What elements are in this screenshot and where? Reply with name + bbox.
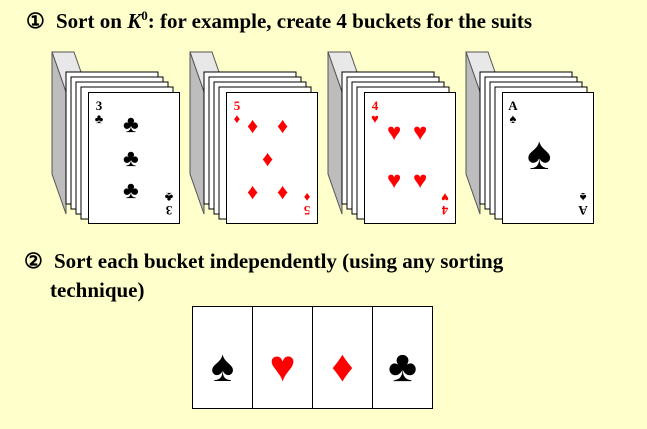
club-icon: ♣ — [94, 111, 104, 126]
spade-icon: ♠ — [527, 128, 552, 179]
card-rank: 5 — [303, 203, 311, 218]
diamond-icon: ♦ — [331, 341, 354, 391]
diamond-icon: ♦ — [247, 179, 259, 204]
key-symbol: K — [127, 9, 142, 33]
suit-buckets: ♠ ♥ ♦ ♣ — [192, 306, 433, 409]
card-corner-bottom: 4 ♥ — [438, 190, 452, 218]
key-superscript: 0 — [141, 8, 148, 23]
bucket-spades: ♠ — [193, 307, 253, 408]
card-rank: 4 — [441, 203, 449, 218]
heart-icon: ♥ — [387, 168, 402, 194]
heart-icon: ♥ — [441, 190, 449, 205]
card-corner-top: 3 ♣ — [92, 99, 106, 125]
spade-icon: ♠ — [509, 111, 517, 126]
heart-icon: ♥ — [269, 341, 296, 391]
card-ace-spades: A ♠ ♠ A ♠ — [502, 92, 594, 224]
club-icon: ♣ — [123, 146, 139, 172]
club-icon: ♣ — [123, 178, 139, 204]
step-2-heading: ② Sort each bucket independently (using a… — [24, 247, 503, 305]
bucket-diamonds: ♦ — [313, 307, 373, 408]
step-2-line-1: Sort each bucket independently (using an… — [54, 249, 504, 273]
diamond-icon: ♦ — [247, 113, 259, 138]
card-3-clubs: 3 ♣ ♣ ♣ ♣ 3 ♣ — [88, 92, 180, 224]
diamond-icon: ♦ — [277, 113, 289, 138]
diamond-icon: ♦ — [262, 146, 274, 171]
deck-clubs: 3 ♣ ♣ ♣ ♣ 3 ♣ — [46, 46, 182, 228]
card-rank: 5 — [233, 98, 241, 113]
card-4-hearts: 4 ♥ ♥ ♥ ♥ ♥ 4 ♥ — [364, 92, 456, 224]
deck-hearts: 4 ♥ ♥ ♥ ♥ ♥ 4 ♥ — [322, 46, 458, 228]
step-1-prefix: Sort on — [56, 9, 128, 33]
bucket-clubs: ♣ — [373, 307, 432, 408]
card-rank: 4 — [371, 98, 379, 113]
diamond-icon: ♦ — [277, 179, 289, 204]
card-corner-top: A ♠ — [506, 99, 520, 125]
heart-icon: ♥ — [413, 168, 428, 194]
heart-icon: ♥ — [387, 120, 402, 146]
bucket-hearts: ♥ — [253, 307, 313, 408]
card-corner-top: 5 ♦ — [230, 99, 244, 125]
club-icon: ♣ — [388, 341, 417, 391]
step-2-line-2: technique) — [50, 278, 145, 302]
deck-diamonds: 5 ♦ ♦ ♦ ♦ ♦ ♦ 5 ♦ — [184, 46, 320, 228]
card-corner-bottom: A ♠ — [576, 190, 590, 218]
step-1-suffix: : for example, create 4 buckets for the … — [147, 9, 533, 33]
card-5-diamonds: 5 ♦ ♦ ♦ ♦ ♦ ♦ 5 ♦ — [226, 92, 318, 224]
diamond-icon: ♦ — [233, 111, 241, 126]
deck-spades: A ♠ ♠ A ♠ — [460, 46, 596, 228]
step-1-heading: ① Sort on K0: for example, create 4 bucke… — [26, 8, 532, 34]
card-rank: 3 — [95, 98, 103, 113]
card-rank: A — [578, 203, 588, 218]
club-icon: ♣ — [164, 190, 174, 205]
card-corner-top: 4 ♥ — [368, 99, 382, 125]
club-icon: ♣ — [123, 112, 139, 138]
spade-icon: ♠ — [210, 341, 235, 391]
card-corner-bottom: 5 ♦ — [300, 190, 314, 218]
card-rank: 3 — [165, 203, 173, 218]
card-rank: A — [508, 98, 518, 113]
step-2-number: ② — [24, 249, 43, 273]
card-corner-bottom: 3 ♣ — [162, 190, 176, 218]
step-1-number: ① — [26, 9, 45, 33]
heart-icon: ♥ — [371, 111, 379, 126]
diamond-icon: ♦ — [303, 190, 311, 205]
heart-icon: ♥ — [413, 120, 428, 146]
